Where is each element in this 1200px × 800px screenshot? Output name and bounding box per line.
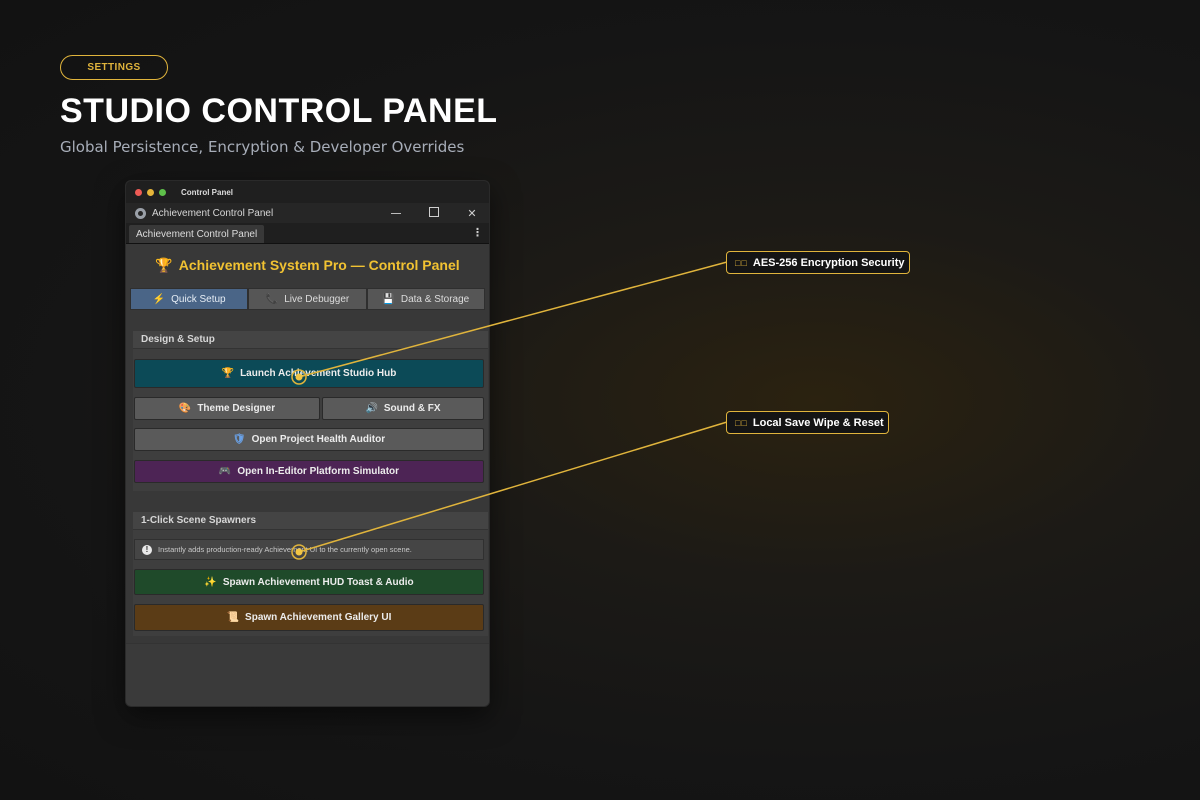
shield-icon: 🛡 — [232, 434, 246, 445]
button-label: Spawn Achievement HUD Toast & Audio — [222, 576, 414, 588]
trophy-icon: 🏆 — [155, 257, 173, 273]
button-label: Sound & FX — [383, 403, 441, 414]
close-dot-icon[interactable] — [135, 188, 142, 196]
tab-label: Live Debugger — [284, 293, 350, 305]
tab-achievement-control-panel[interactable]: Achievement Control Panel — [129, 225, 265, 243]
health-auditor-button[interactable]: 🛡 Open Project Health Auditor — [134, 428, 484, 451]
callout-label: Local Save Wipe & Reset — [752, 416, 884, 429]
tab-label: Data & Storage — [400, 293, 470, 305]
theme-designer-button[interactable]: 🎨 Theme Designer — [134, 397, 320, 420]
sparkles-icon: ✨ — [204, 576, 217, 588]
callout-label: AES-256 Encryption Security — [752, 256, 905, 269]
tab-live-debugger[interactable]: 📞 Live Debugger — [248, 288, 367, 310]
panel-header: 🏆 Achievement System Pro — Control Panel — [126, 257, 489, 274]
launch-studio-hub-button[interactable]: 🏆 Launch Achievement Studio Hub — [134, 359, 484, 388]
control-panel-window: Control Panel Achievement Control Panel … — [125, 180, 490, 707]
spawner-info-box: ! Instantly adds production-ready Achiev… — [134, 539, 484, 560]
minimize-dot-icon[interactable] — [147, 188, 154, 196]
mac-window-bar: Control Panel — [126, 181, 489, 203]
window-controls: ✕ — [389, 203, 479, 223]
page-title: STUDIO CONTROL PANEL — [60, 92, 498, 130]
section-header: 1-Click Scene Spawners — [133, 512, 488, 530]
callout-save-wipe: □□ Local Save Wipe & Reset — [726, 411, 889, 434]
gamepad-icon: 🎮 — [218, 466, 232, 477]
tab-label: Quick Setup — [171, 293, 226, 305]
spawn-hud-toast-button[interactable]: ✨ Spawn Achievement HUD Toast & Audio — [134, 569, 484, 595]
minimize-icon — [391, 212, 401, 214]
zoom-dot-icon[interactable] — [159, 188, 166, 196]
close-button[interactable]: ✕ — [465, 207, 479, 220]
editor-title: Achievement Control Panel — [152, 207, 274, 219]
button-label: Theme Designer — [197, 403, 276, 414]
scroll-icon: 📜 — [226, 612, 240, 623]
editor-tabstrip: Achievement Control Panel ⋮ — [126, 223, 489, 244]
sound-fx-button[interactable]: 🔊 Sound & FX — [322, 397, 484, 420]
maximize-icon — [429, 206, 439, 217]
page-subtitle: Global Persistence, Encryption & Develop… — [60, 138, 465, 156]
lightning-icon: ⚡ — [152, 293, 166, 305]
unity-logo-icon — [135, 207, 146, 219]
settings-badge: SETTINGS — [60, 55, 168, 80]
button-label: Open Project Health Auditor — [251, 434, 386, 445]
button-label: Spawn Achievement Gallery UI — [245, 612, 392, 623]
button-label: Launch Achievement Studio Hub — [240, 368, 397, 379]
floppy-icon: 💾 — [382, 293, 395, 305]
speaker-icon: 🔊 — [365, 403, 378, 414]
spawn-gallery-button[interactable]: 📜 Spawn Achievement Gallery UI — [134, 604, 484, 631]
platform-simulator-button[interactable]: 🎮 Open In-Editor Platform Simulator — [134, 460, 484, 483]
editor-titlebar: Achievement Control Panel ✕ — [126, 203, 489, 223]
button-label: Open In-Editor Platform Simulator — [237, 466, 400, 477]
main-tabs: ⚡ Quick Setup 📞 Live Debugger 💾 Data & S… — [130, 288, 485, 310]
kebab-menu-icon[interactable]: ⋮ — [472, 226, 483, 239]
panel-header-title: Achievement System Pro — Control Panel — [178, 257, 460, 273]
tab-data-storage[interactable]: 💾 Data & Storage — [366, 288, 485, 310]
lock-icon: □□ — [735, 257, 748, 268]
tab-quick-setup[interactable]: ⚡ Quick Setup — [130, 288, 249, 310]
palette-icon: 🎨 — [178, 403, 192, 414]
info-text: Instantly adds production-ready Achievem… — [158, 545, 412, 554]
phone-icon: 📞 — [265, 293, 279, 305]
callout-encryption: □□ AES-256 Encryption Security — [726, 251, 910, 274]
maximize-button[interactable] — [427, 206, 441, 220]
close-icon: ✕ — [467, 207, 477, 220]
mac-window-title: Control Panel — [181, 187, 234, 197]
minimize-button[interactable] — [389, 207, 403, 219]
section-header: Design & Setup — [133, 331, 488, 349]
info-icon: ! — [142, 544, 152, 555]
panel-footer-area — [126, 643, 489, 706]
trash-icon: □□ — [735, 417, 748, 428]
trophy-icon: 🏆 — [221, 368, 235, 379]
